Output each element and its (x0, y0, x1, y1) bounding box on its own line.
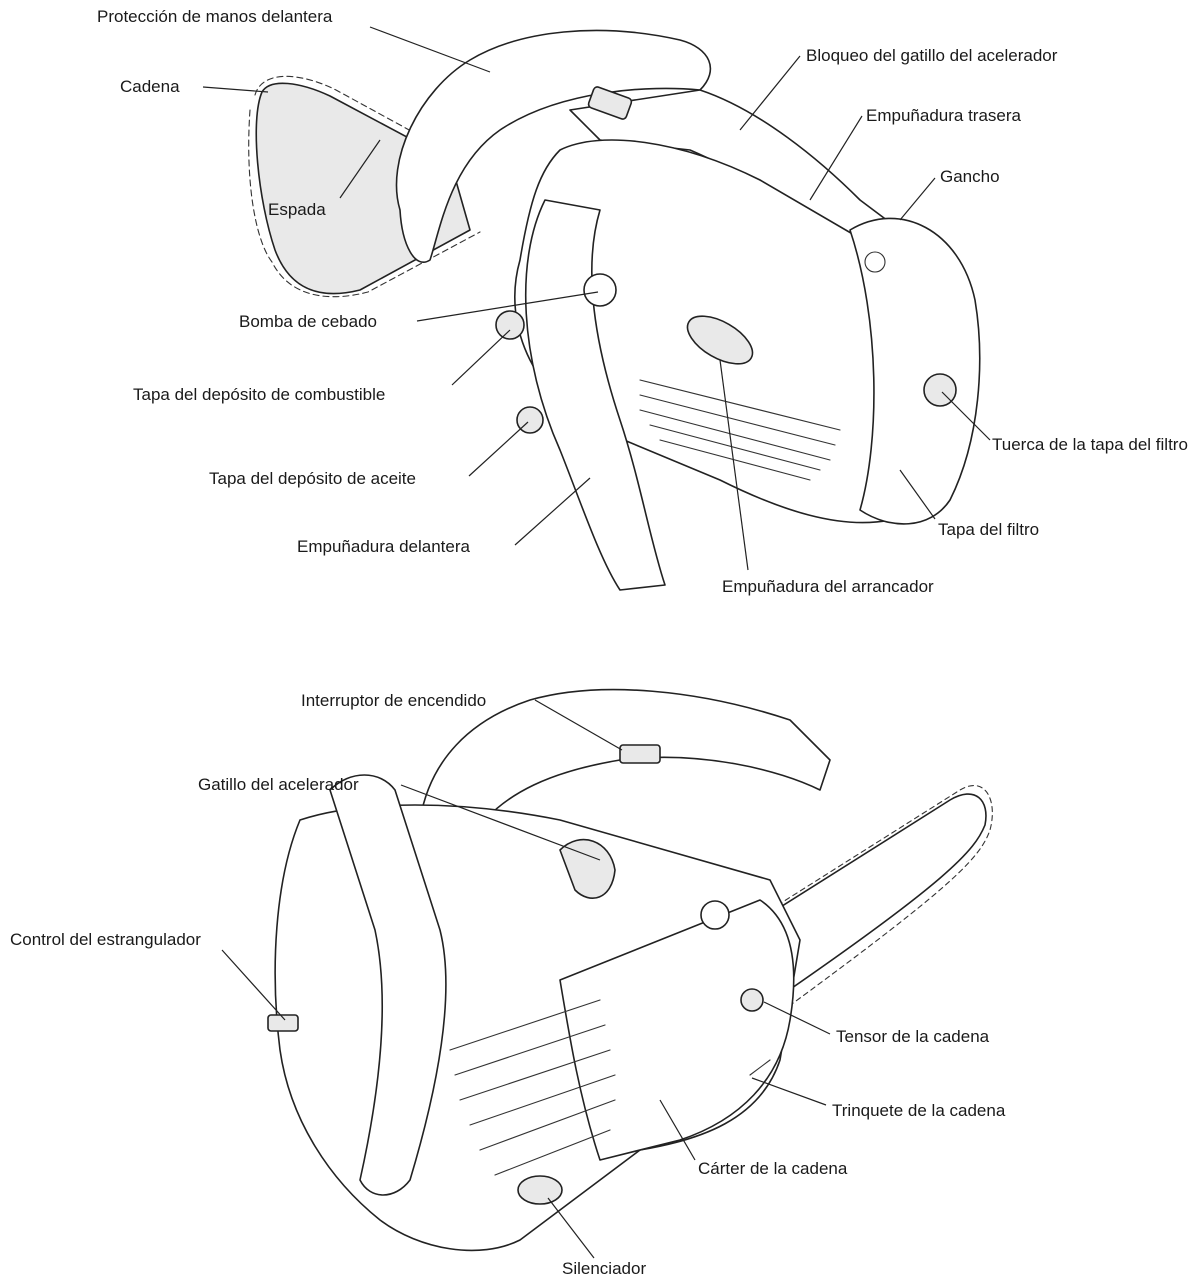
label-chain-tensioner: Tensor de la cadena (836, 1026, 989, 1047)
label-bar: Espada (268, 199, 326, 220)
label-rear-handle: Empuñadura trasera (866, 105, 1021, 126)
label-chain-catcher: Trinquete de la cadena (832, 1100, 1005, 1121)
label-filter-cover: Tapa del filtro (938, 519, 1039, 540)
label-throttle-trigger: Gatillo del acelerador (198, 774, 359, 795)
label-fuel-cap: Tapa del depósito de combustible (133, 384, 385, 405)
label-hook: Gancho (940, 166, 1000, 187)
bottom-bar-nut (701, 901, 729, 929)
label-muffler: Silenciador (562, 1258, 646, 1279)
label-ignition-switch: Interruptor de encendido (301, 690, 486, 711)
top-fuel-cap (496, 311, 524, 339)
label-primer-bulb: Bomba de cebado (239, 311, 377, 332)
label-throttle-lockout: Bloqueo del gatillo del acelerador (806, 45, 1057, 66)
label-chain-case: Cárter de la cadena (698, 1158, 847, 1179)
label-starter-handle: Empuñadura del arrancador (722, 576, 934, 597)
bottom-chainsaw-drawing (268, 690, 992, 1251)
label-front-handle: Empuñadura delantera (297, 536, 470, 557)
label-chain: Cadena (120, 76, 180, 97)
label-filter-cover-nut: Tuerca de la tapa del filtro (992, 434, 1199, 456)
bottom-muffler (518, 1176, 562, 1204)
label-choke-control: Control del estrangulador (10, 929, 201, 950)
label-front-hand-guard: Protección de manos delantera (97, 6, 332, 27)
label-oil-cap: Tapa del depósito de aceite (209, 468, 416, 489)
top-primer-bulb (584, 274, 616, 306)
bottom-ignition-switch (620, 745, 660, 763)
bottom-chain-tensioner (741, 989, 763, 1011)
